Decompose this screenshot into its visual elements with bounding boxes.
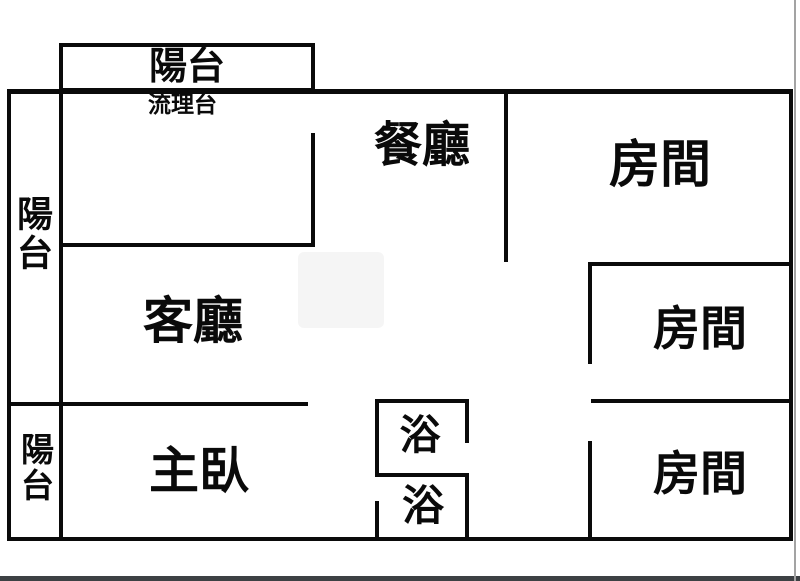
watermark xyxy=(298,252,384,328)
wall-kitchen-bottom xyxy=(59,243,315,247)
wall-living-master-divider xyxy=(7,402,308,406)
wall-midbedroom-left xyxy=(588,262,592,364)
wall-right-outer xyxy=(789,89,793,541)
bottom-edge-bar xyxy=(0,576,800,581)
wall-bath-divider xyxy=(375,473,469,477)
bath-upper-label: 浴 xyxy=(399,411,441,458)
balcony-left-upper-label: 陽台 xyxy=(12,195,53,273)
dining-room-label: 餐廳 xyxy=(373,119,470,172)
wall-bath-lower-right xyxy=(465,477,469,541)
wall-bottom-outer xyxy=(7,537,793,541)
wall-midbedroom-top xyxy=(588,262,793,266)
wall-midbedroom-bottom xyxy=(591,399,793,403)
living-room-label: 客廳 xyxy=(143,293,243,349)
kitchen-counter-label: 流理台 xyxy=(148,90,217,117)
balcony-top-outline xyxy=(59,43,315,92)
right-edge-line xyxy=(794,0,796,581)
wall-bath-upper-right xyxy=(465,399,469,443)
master-bedroom-label: 主臥 xyxy=(149,443,249,499)
wall-left-outer xyxy=(7,89,11,541)
balcony-left-lower-label: 陽台 xyxy=(16,432,54,504)
wall-dining-bedroom-divider xyxy=(504,89,508,262)
bath-lower-label: 浴 xyxy=(401,482,444,529)
wall-bath-upper-left xyxy=(375,399,379,477)
bedroom-top-right-label: 房間 xyxy=(608,135,711,193)
wall-top-outer xyxy=(7,89,793,94)
wall-bath-lower-left xyxy=(375,501,379,541)
bedroom-mid-right-label: 房間 xyxy=(653,302,747,355)
wall-kitchen-right xyxy=(311,133,315,247)
bedroom-bottom-right-label: 房間 xyxy=(653,447,747,500)
wall-bath-upper-top xyxy=(375,399,469,403)
wall-balcony-left-inner xyxy=(59,89,63,541)
balcony-top-label: 陽台 xyxy=(148,46,225,88)
wall-bottombedroom-left xyxy=(588,441,592,541)
